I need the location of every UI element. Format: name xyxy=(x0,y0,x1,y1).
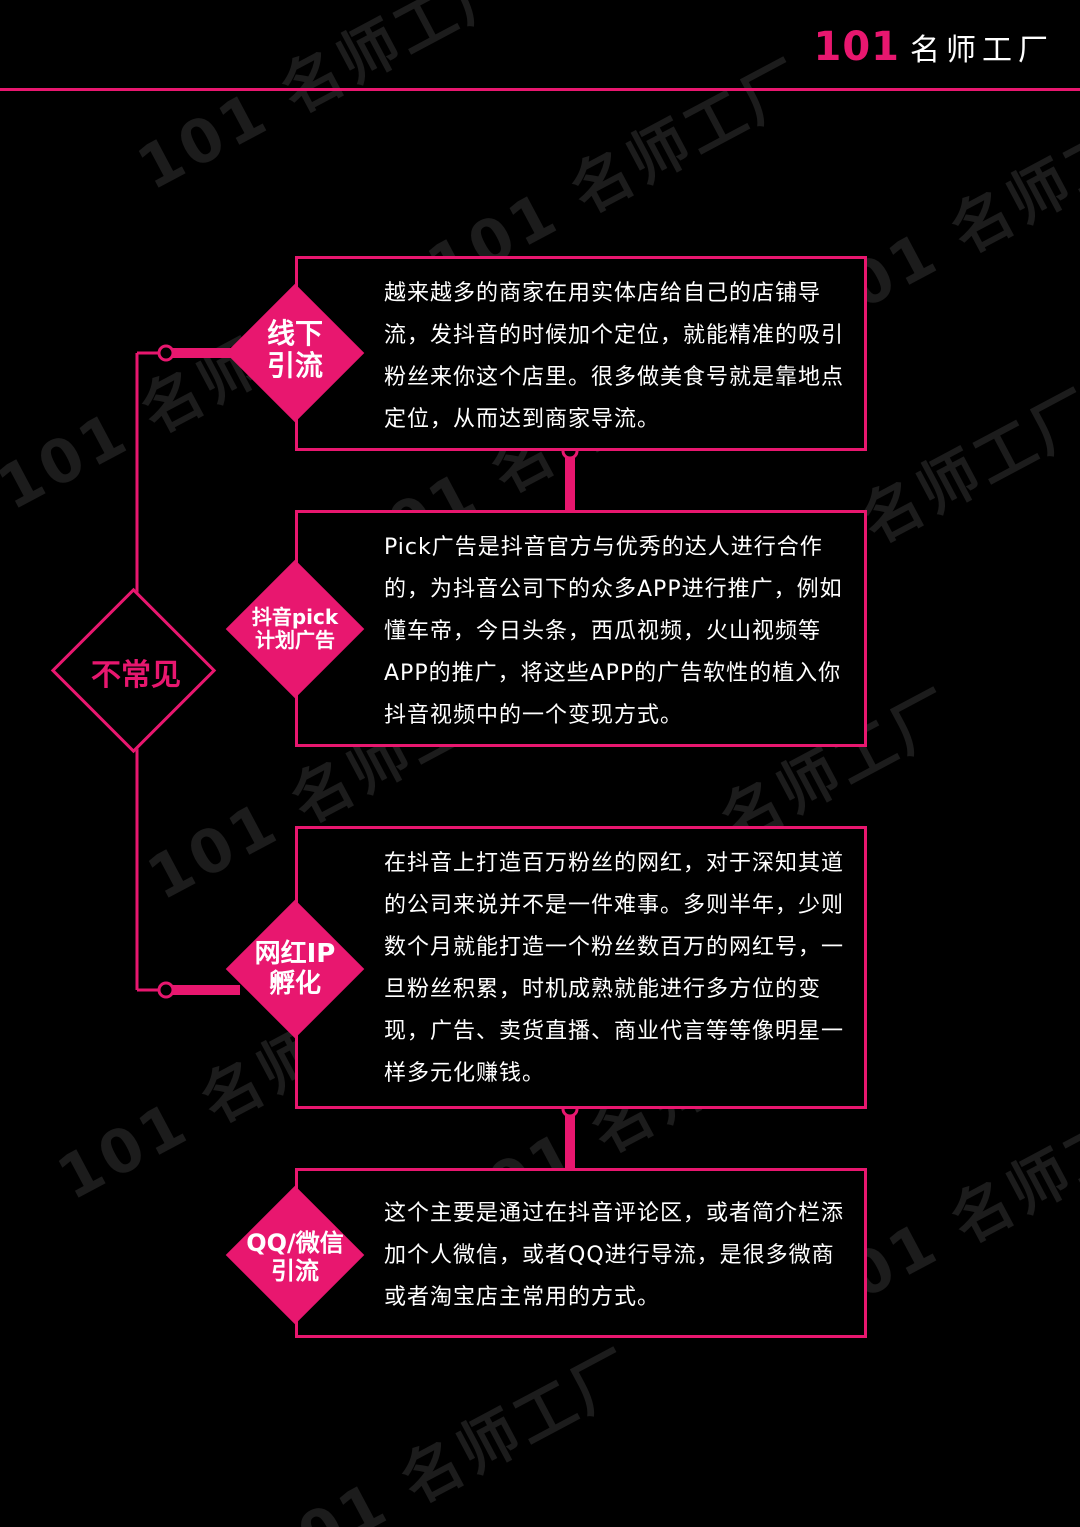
tag-line-1: QQ/微信 xyxy=(246,1229,344,1257)
node-dot-bottom xyxy=(157,981,175,999)
header-divider xyxy=(0,88,1080,91)
brand-logo: 101 名师工厂 xyxy=(814,24,1055,70)
tag-line-2: 引流 xyxy=(266,349,323,383)
tag-line-1: 网红IP xyxy=(254,939,336,969)
card-text: 越来越多的商家在用实体店给自己的店铺导流，发抖音的时候加个定位，就能精准的吸引粉… xyxy=(384,281,845,432)
card-text: 在抖音上打造百万粉丝的网红，对于深知其道的公司来说并不是一件难事。多则半年，少则… xyxy=(384,851,845,1086)
card-influencer-ip: 在抖音上打造百万粉丝的网红，对于深知其道的公司来说并不是一件难事。多则半年，少则… xyxy=(295,826,867,1109)
tag-line-1: 线下 xyxy=(266,317,323,350)
tag-label: 抖音pick 计划广告 xyxy=(225,606,365,652)
node-dot-top xyxy=(157,344,175,362)
tag-label: 网红IP 孵化 xyxy=(225,939,365,1000)
tag-label: QQ/微信 引流 xyxy=(225,1229,365,1285)
card-text: 这个主要是通过在抖音评论区，或者简介栏添加个人微信，或者QQ进行导流，是很多微商… xyxy=(384,1201,845,1310)
card-qq-wechat: 这个主要是通过在抖音评论区，或者简介栏添加个人微信，或者QQ进行导流，是很多微商… xyxy=(295,1168,867,1338)
brand-name: 名师工厂 xyxy=(910,33,1054,68)
card-text: Pick广告是抖音官方与优秀的达人进行合作的，为抖音公司下的众多APP进行推广，… xyxy=(384,535,843,728)
tag-line-2: 孵化 xyxy=(268,968,321,999)
card-pick-ads: Pick广告是抖音官方与优秀的达人进行合作的，为抖音公司下的众多APP进行推广，… xyxy=(295,510,867,747)
card-offline-traffic: 越来越多的商家在用实体店给自己的店铺导流，发抖音的时候加个定位，就能精准的吸引粉… xyxy=(295,256,867,451)
tag-line-1: 抖音pick xyxy=(251,605,339,629)
hub-label: 不常见 xyxy=(91,658,181,693)
brand-number: 101 xyxy=(813,24,900,70)
tag-label: 线下 引流 xyxy=(225,317,365,383)
tag-line-2: 计划广告 xyxy=(255,628,335,652)
tag-line-2: 引流 xyxy=(271,1256,319,1285)
